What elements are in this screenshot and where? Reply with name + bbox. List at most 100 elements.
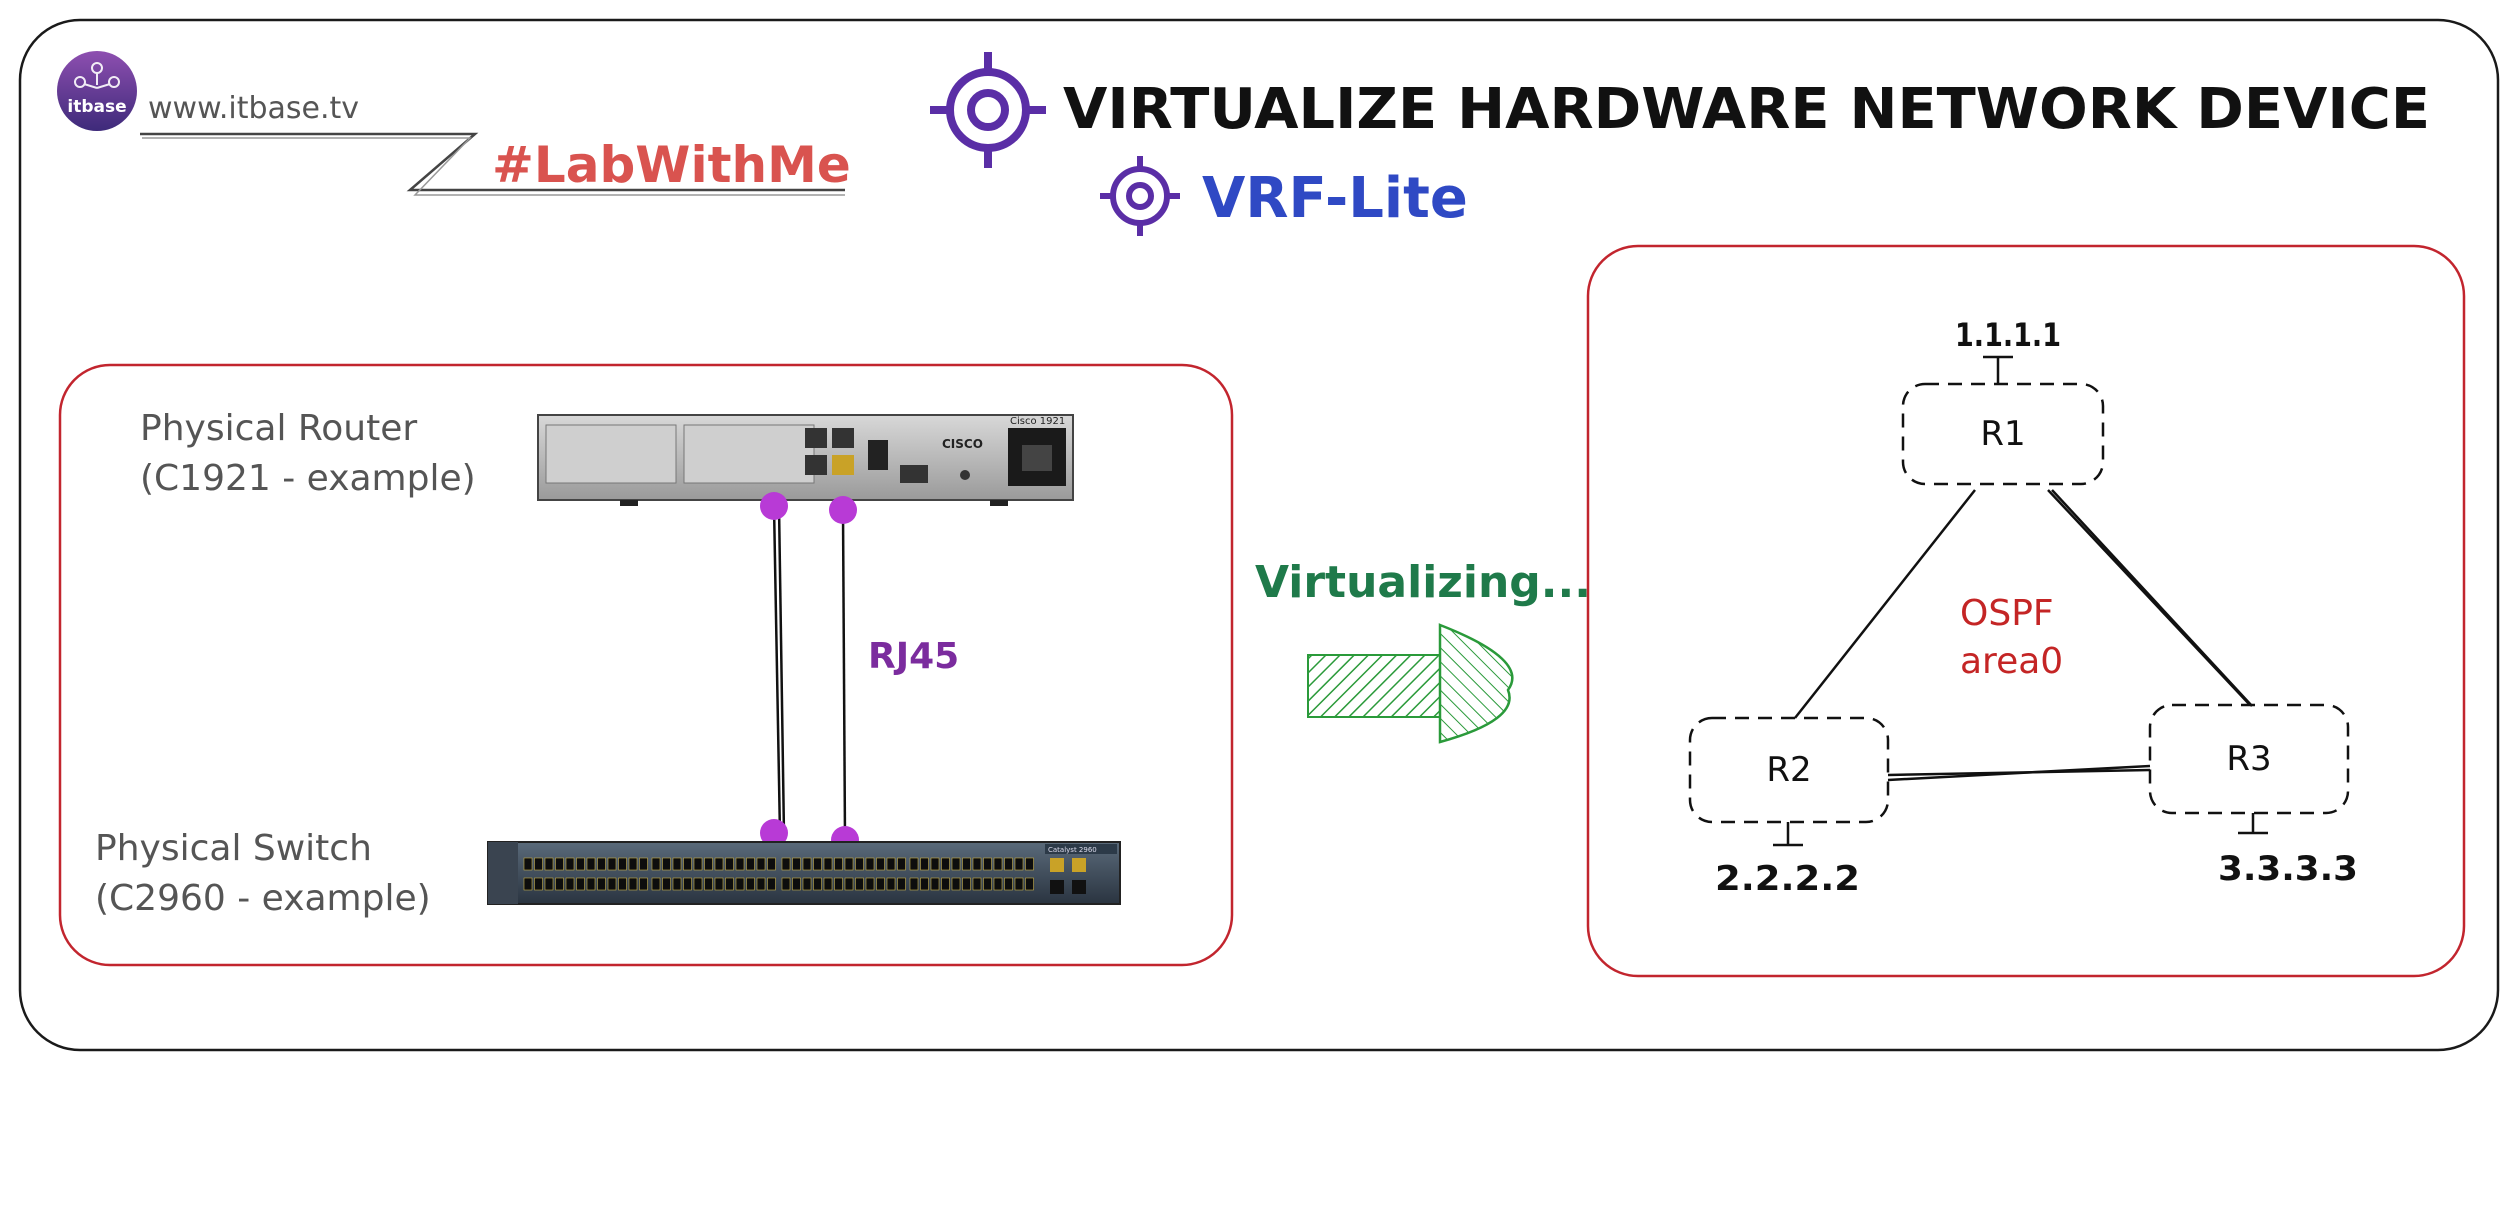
switch-port — [628, 857, 638, 871]
switch-port — [823, 857, 833, 871]
ospf-label: OSPF — [1960, 593, 2054, 634]
switch-port — [555, 877, 564, 891]
switch-port — [597, 857, 606, 871]
rj45-cables — [772, 505, 847, 841]
switch-port — [1025, 877, 1034, 891]
brand-underline-shadow — [142, 137, 845, 196]
switch-port — [792, 877, 801, 891]
switch-port — [576, 877, 585, 891]
switch-port — [983, 877, 992, 891]
switch-port — [628, 877, 638, 891]
switch-label-line2: (C2960 - example) — [95, 878, 431, 919]
switch-port — [672, 877, 682, 891]
switch-port — [865, 857, 875, 871]
switch-port — [565, 877, 575, 891]
router-r1[interactable] — [1901, 382, 2105, 486]
r1-label: R1 — [1980, 414, 2025, 454]
router-model: Cisco 1921 — [1010, 416, 1065, 427]
switch-port — [597, 877, 606, 891]
switch-port — [1004, 857, 1013, 871]
switch-port — [962, 857, 971, 871]
r2-ip: 2.2.2.2 — [1715, 859, 1860, 899]
brand-underline — [140, 132, 845, 192]
itbase-logo[interactable]: itbase — [57, 51, 137, 131]
r1-ip: 1.1.1.1 — [1955, 316, 2061, 354]
switch-port — [534, 857, 543, 871]
switch-port — [865, 877, 875, 891]
switch-port — [767, 877, 776, 891]
switch-port — [1025, 857, 1034, 871]
switch-port — [735, 857, 745, 871]
switch-port — [962, 877, 971, 891]
switch-port — [672, 857, 682, 871]
switch-port — [876, 877, 885, 891]
switch-port — [781, 877, 791, 891]
switch-port — [972, 877, 982, 891]
switch-port — [523, 877, 533, 891]
switch-port — [544, 877, 554, 891]
page-title: VIRTUALIZE HARDWARE NETWORK DEVICE — [1063, 77, 2430, 142]
switch-port — [704, 857, 713, 871]
switch-port — [855, 877, 864, 891]
switch-port — [725, 857, 734, 871]
subtitle: VRF-Lite — [1202, 166, 1468, 231]
switch-port — [576, 857, 585, 871]
switch-port — [823, 877, 833, 891]
switch-port — [607, 857, 617, 871]
switch-port — [756, 877, 766, 891]
switch-port — [951, 857, 961, 871]
switch-port — [565, 857, 575, 871]
physical-switch-device: Catalyst 2960 — [487, 841, 1121, 905]
switch-port — [792, 857, 801, 871]
switch-port — [813, 857, 822, 871]
switch-port — [725, 877, 734, 891]
switch-port — [544, 857, 554, 871]
switch-port — [897, 857, 906, 871]
switch-port — [662, 877, 671, 891]
router-label-line2: (C1921 - example) — [140, 458, 476, 499]
virtualizing-label: Virtualizing... — [1255, 557, 1591, 608]
switch-port — [930, 857, 940, 871]
router-r2[interactable] — [1688, 716, 1890, 824]
router-r3[interactable] — [2148, 703, 2350, 815]
switch-port — [802, 857, 812, 871]
switch-port — [909, 877, 919, 891]
switch-port — [683, 877, 692, 891]
crosshair-icon-small — [1100, 156, 1180, 236]
switch-port — [767, 857, 776, 871]
r3-ip: 3.3.3.3 — [2218, 849, 2358, 889]
switch-port — [993, 877, 1003, 891]
hashtag-label: #LabWithMe — [492, 136, 851, 194]
switch-port — [972, 857, 982, 871]
switch-port — [683, 857, 692, 871]
switch-port — [855, 857, 864, 871]
switch-port — [639, 857, 648, 871]
r1-loopback — [1983, 355, 2013, 384]
switch-port — [586, 857, 596, 871]
switch-port-grid — [523, 857, 1034, 891]
switch-port — [523, 857, 533, 871]
virtual-panel — [1586, 244, 2466, 978]
switch-port — [941, 857, 950, 871]
switch-port — [651, 877, 661, 891]
switch-port — [1004, 877, 1013, 891]
topology-links — [1794, 489, 2253, 782]
switch-port — [704, 877, 713, 891]
switch-port — [781, 857, 791, 871]
switch-port — [746, 877, 755, 891]
switch-port — [662, 857, 671, 871]
switch-port — [941, 877, 950, 891]
router-port-dot-2 — [829, 496, 857, 524]
switch-port — [651, 857, 661, 871]
switch-port — [920, 857, 929, 871]
r3-loopback — [2238, 813, 2268, 835]
switch-port — [714, 857, 724, 871]
physical-router-device: CISCO Cisco 1921 — [537, 414, 1074, 506]
virtualizing-arrow — [1307, 623, 1514, 744]
router-brand: CISCO — [942, 437, 983, 451]
switch-port — [618, 857, 627, 871]
switch-port — [844, 857, 854, 871]
switch-port — [714, 877, 724, 891]
r3-label: R3 — [2226, 739, 2271, 779]
website-link[interactable]: www.itbase.tv — [148, 91, 359, 126]
